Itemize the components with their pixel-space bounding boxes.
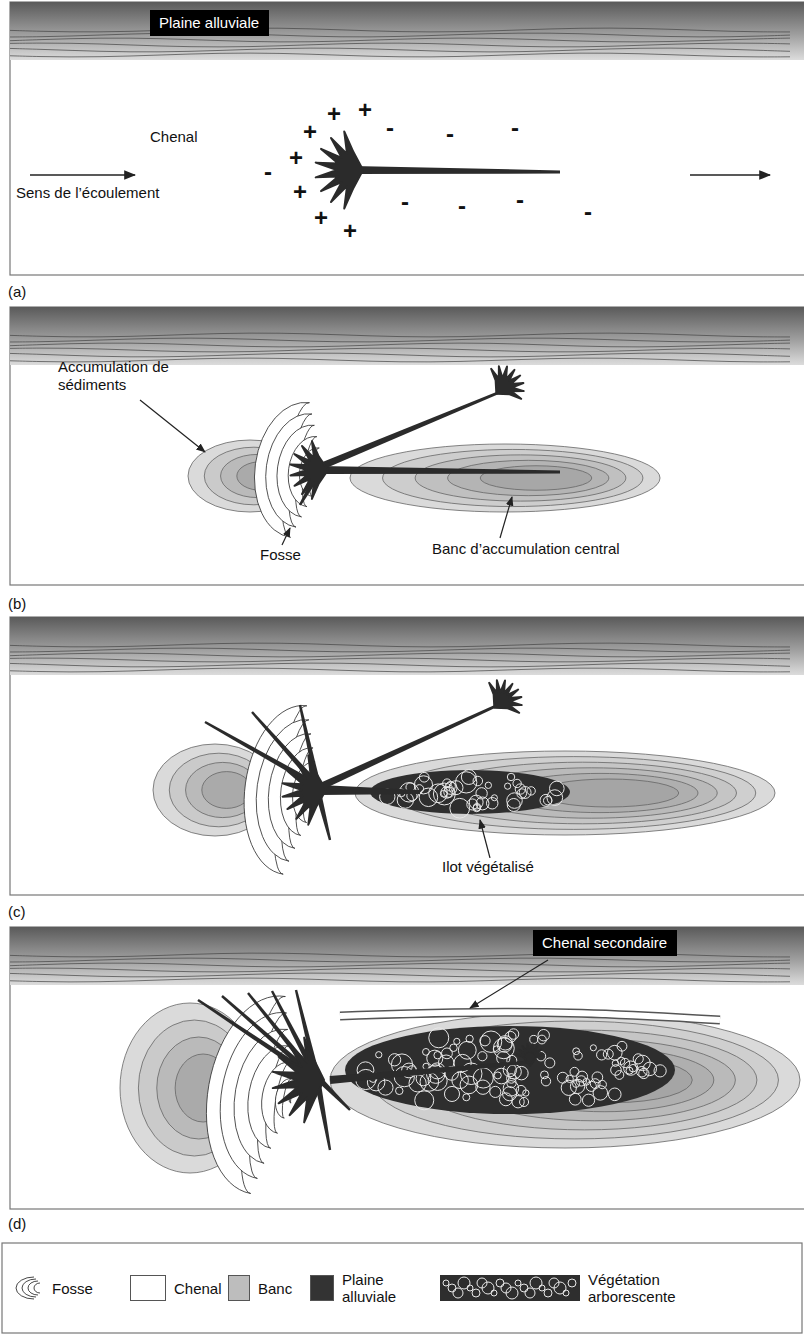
annotation: Chenal [150, 128, 198, 146]
root-wad [273, 1038, 324, 1123]
erosion-sign: - [264, 160, 272, 184]
panel [10, 307, 804, 585]
erosion-sign: + [327, 102, 341, 126]
panel-letter: (b) [8, 595, 26, 613]
erosion-sign: + [293, 180, 307, 204]
legend-swatch [310, 1275, 334, 1301]
legend-swatch [440, 1275, 580, 1301]
legend-item: Chenal [130, 1268, 222, 1308]
log [321, 391, 501, 470]
legend-item: Fosse [12, 1268, 93, 1308]
log [320, 785, 420, 795]
panel [10, 927, 804, 1209]
legend-text: Fosse [52, 1280, 93, 1297]
leader-line [282, 528, 290, 545]
erosion-sign: - [584, 200, 592, 224]
label-box: Chenal secondaire [533, 930, 677, 956]
erosion-sign: + [314, 206, 328, 230]
root-wad [283, 755, 326, 824]
sediment-bar [350, 444, 660, 512]
legend-item: Végétation arborescente [440, 1268, 698, 1308]
leader-line [500, 497, 512, 538]
erosion-sign: + [358, 98, 372, 122]
secondary-channel [340, 1012, 720, 1020]
panel [10, 2, 804, 275]
panel-letter: (a) [8, 283, 26, 301]
log [321, 704, 499, 789]
panel-letter: (d) [8, 1215, 26, 1233]
label-box: Plaine alluviale [150, 10, 269, 36]
legend-swatch [12, 1275, 44, 1301]
log [330, 1060, 531, 1084]
legend-swatch [130, 1275, 166, 1301]
erosion-sign: - [458, 194, 466, 218]
erosion-sign: - [446, 122, 454, 146]
annotation: Banc d’accumulation central [430, 540, 622, 558]
annotation: Accumulation de sédiments [58, 358, 198, 394]
root-wad [489, 680, 522, 713]
flow-arrow [690, 174, 770, 176]
vegetation [345, 1026, 675, 1114]
legend-item: Plaine alluviale [310, 1268, 414, 1308]
legend-swatch [228, 1275, 250, 1301]
annotation: Fosse [258, 546, 303, 564]
annotation: Ilot végétalisé [440, 858, 536, 876]
erosion-sign: - [511, 116, 519, 140]
root-wad [316, 131, 363, 208]
legend-item: Banc [228, 1268, 292, 1308]
legend-frame [2, 1243, 802, 1333]
legend-text: Plaine alluviale [342, 1271, 414, 1305]
legend-text: Chenal [174, 1280, 222, 1297]
leader-line [140, 400, 205, 452]
flow-arrow [30, 174, 135, 176]
legend-text: Végétation arborescente [588, 1271, 698, 1305]
annotation: Sens de l’écoulement [16, 184, 159, 202]
erosion-sign: - [386, 116, 394, 140]
erosion-sign: - [516, 188, 524, 212]
sediment-bar [330, 1012, 800, 1148]
scour-pool [234, 699, 327, 877]
erosion-sign: - [401, 190, 409, 214]
leader-line [470, 960, 548, 1008]
box-label: Plaine alluviale [159, 14, 260, 32]
log [320, 466, 560, 474]
erosion-sign: + [289, 146, 303, 170]
root-wad [517, 1044, 544, 1066]
root-wad [291, 441, 328, 499]
panel-letter: (c) [8, 903, 26, 921]
panel [10, 617, 804, 895]
leader-line [480, 820, 490, 858]
erosion-sign: + [303, 120, 317, 144]
box-label: Chenal secondaire [542, 934, 668, 952]
legend-text: Banc [258, 1280, 292, 1297]
root-wad [491, 366, 524, 399]
log [352, 166, 560, 174]
erosion-sign: + [343, 219, 357, 243]
